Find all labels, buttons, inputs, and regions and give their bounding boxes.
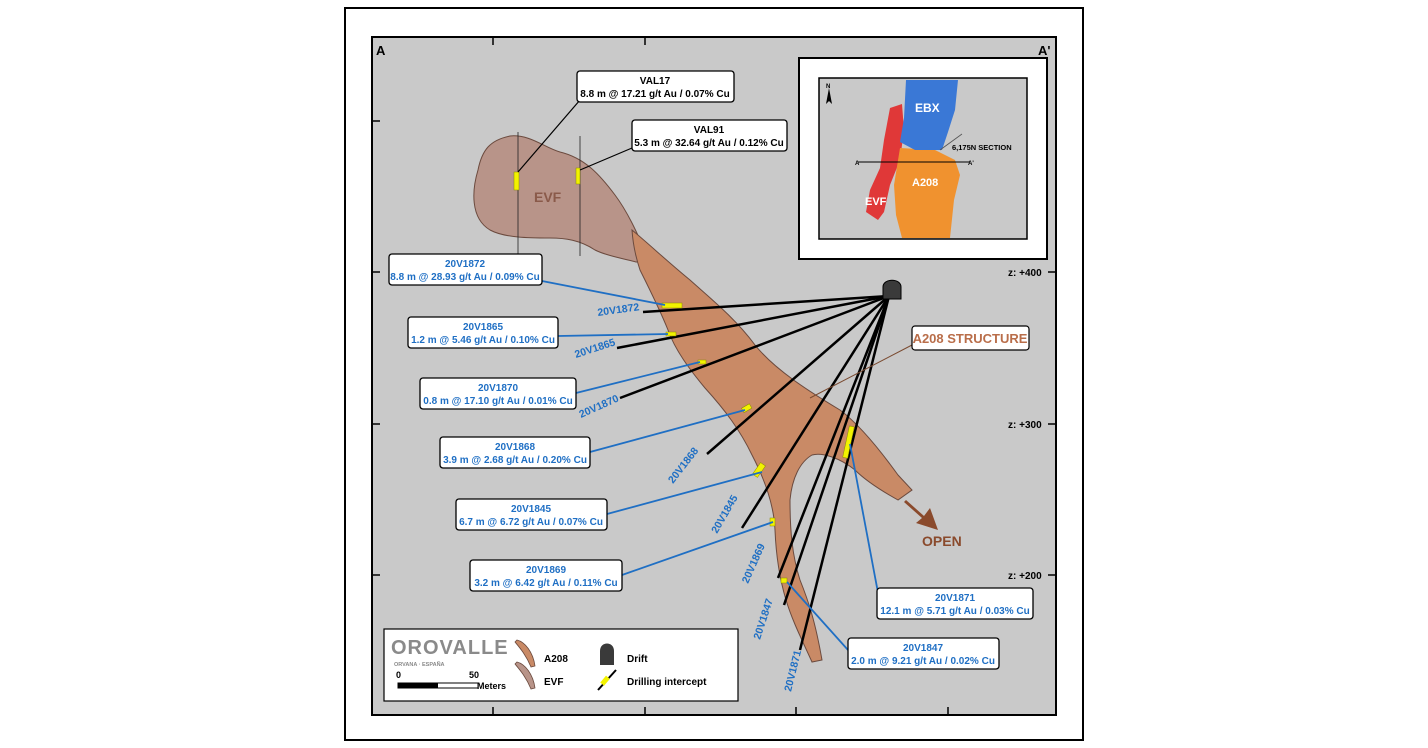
legend-drift-label: Drift [627,654,648,665]
structure-pointer [809,344,913,399]
svg-text:0.8 m @ 17.10 g/t Au / 0.01% C: 0.8 m @ 17.10 g/t Au / 0.01% Cu [423,396,572,407]
svg-text:20V1865: 20V1865 [463,322,503,333]
svg-text:2.0 m @ 9.21 g/t Au / 0.02% Cu: 2.0 m @ 9.21 g/t Au / 0.02% Cu [851,656,995,667]
inset-evf-label: EVF [865,196,887,208]
svg-text:VAL91: VAL91 [694,125,725,136]
north-arrow-icon [826,88,832,104]
svg-text:5.3 m @ 32.64 g/t Au / 0.12% C: 5.3 m @ 32.64 g/t Au / 0.12% Cu [634,138,783,149]
scale-unit: Meters [477,681,506,691]
hole-label: 20V1872 [597,301,640,319]
callout-20v1870: 20V1870 0.8 m @ 17.10 g/t Au / 0.01% Cu [419,377,577,410]
legend-a208-label: A208 [544,654,568,665]
legend: OROVALLE ORVANA · ESPAÑA 0 50 Meters A20… [383,628,739,702]
svg-text:8.8 m @ 28.93 g/t Au / 0.09% C: 8.8 m @ 28.93 g/t Au / 0.09% Cu [390,272,539,283]
structure-label-box [911,325,1030,351]
inset-a-prime-label: A' [968,161,974,167]
open-label: OPEN [922,533,962,549]
legend-evf-swatch [514,661,536,690]
leader-lines-blue [541,280,880,651]
structure-label: A208 STRUCTURE [913,331,1028,346]
drillholes [616,294,891,651]
corner-label-a-prime: A' [1038,43,1050,58]
legend-a208-swatch [514,639,536,668]
inset-ebx-zone [900,80,958,150]
orovalle-logo: OROVALLE [391,637,509,659]
legend-evf-label: EVF [544,677,563,688]
callout-20v1847: 20V1847 2.0 m @ 9.21 g/t Au / 0.02% Cu [847,637,1000,670]
frame-ticks [372,37,1056,715]
callout-20v1871: 20V1871 12.1 m @ 5.71 g/t Au / 0.03% Cu [876,587,1034,620]
corner-label-a: A [376,43,386,58]
svg-text:20V1868: 20V1868 [495,442,535,453]
svg-text:6.7 m @ 6.72 g/t Au / 0.07% Cu: 6.7 m @ 6.72 g/t Au / 0.07% Cu [459,517,603,528]
open-arrow-icon [904,500,938,530]
svg-text:20V1847: 20V1847 [903,643,943,654]
elevation-400: z: +400 [1008,268,1042,279]
inset-a208-label: A208 [912,177,938,189]
callout-20v1845: 20V1845 6.7 m @ 6.72 g/t Au / 0.07% Cu [455,498,608,531]
scale-end: 50 [469,670,479,680]
scale-start: 0 [396,670,401,680]
svg-text:20V1872: 20V1872 [445,259,485,270]
svg-text:1.2 m @ 5.46 g/t Au / 0.10% Cu: 1.2 m @ 5.46 g/t Au / 0.10% Cu [411,335,555,346]
elevation-300: z: +300 [1008,420,1042,431]
legend-drift-icon [600,643,614,665]
elevation-200: z: +200 [1008,571,1042,582]
svg-text:VAL17: VAL17 [640,76,671,87]
inset-section-label: 6,175N SECTION [952,143,1012,152]
svg-text:20V1869: 20V1869 [526,565,566,576]
inset-ebx-label: EBX [915,101,940,115]
svg-text:8.8 m @ 17.21 g/t Au / 0.07% C: 8.8 m @ 17.21 g/t Au / 0.07% Cu [580,89,729,100]
callout-val17: VAL17 8.8 m @ 17.21 g/t Au / 0.07% Cu [576,70,735,103]
legend-intercept-label: Drilling intercept [627,677,707,688]
callout-20v1865: 20V1865 1.2 m @ 5.46 g/t Au / 0.10% Cu [407,316,559,349]
inset-a-label: A [855,161,860,167]
inset-north-label: N [826,84,830,90]
evf-label: EVF [534,189,562,205]
svg-text:3.9 m @ 2.68 g/t Au / 0.20% Cu: 3.9 m @ 2.68 g/t Au / 0.20% Cu [443,455,587,466]
callout-20v1868: 20V1868 3.9 m @ 2.68 g/t Au / 0.20% Cu [439,436,591,469]
svg-text:20V1871: 20V1871 [935,593,975,604]
svg-text:20V1845: 20V1845 [511,504,551,515]
svg-text:3.2 m @ 6.42 g/t Au / 0.11% Cu: 3.2 m @ 6.42 g/t Au / 0.11% Cu [474,578,617,589]
svg-text:20V1870: 20V1870 [478,383,518,394]
inset-a208-zone [894,148,960,238]
callout-val91: VAL91 5.3 m @ 32.64 g/t Au / 0.12% Cu [631,119,788,152]
a208-zone [631,228,913,663]
callout-20v1872: 20V1872 8.8 m @ 28.93 g/t Au / 0.09% Cu [388,253,543,286]
leader-lines-black [517,99,633,173]
orovalle-logo-sub: ORVANA · ESPAÑA [394,661,445,668]
drift-icon [882,279,902,300]
callout-20v1869: 20V1869 3.2 m @ 6.42 g/t Au / 0.11% Cu [469,559,623,592]
svg-text:12.1 m @ 5.71 g/t Au / 0.03% C: 12.1 m @ 5.71 g/t Au / 0.03% Cu [880,606,1029,617]
inset-map: EBX A208 EVF 6,175N SECTION A A' N [798,57,1048,260]
